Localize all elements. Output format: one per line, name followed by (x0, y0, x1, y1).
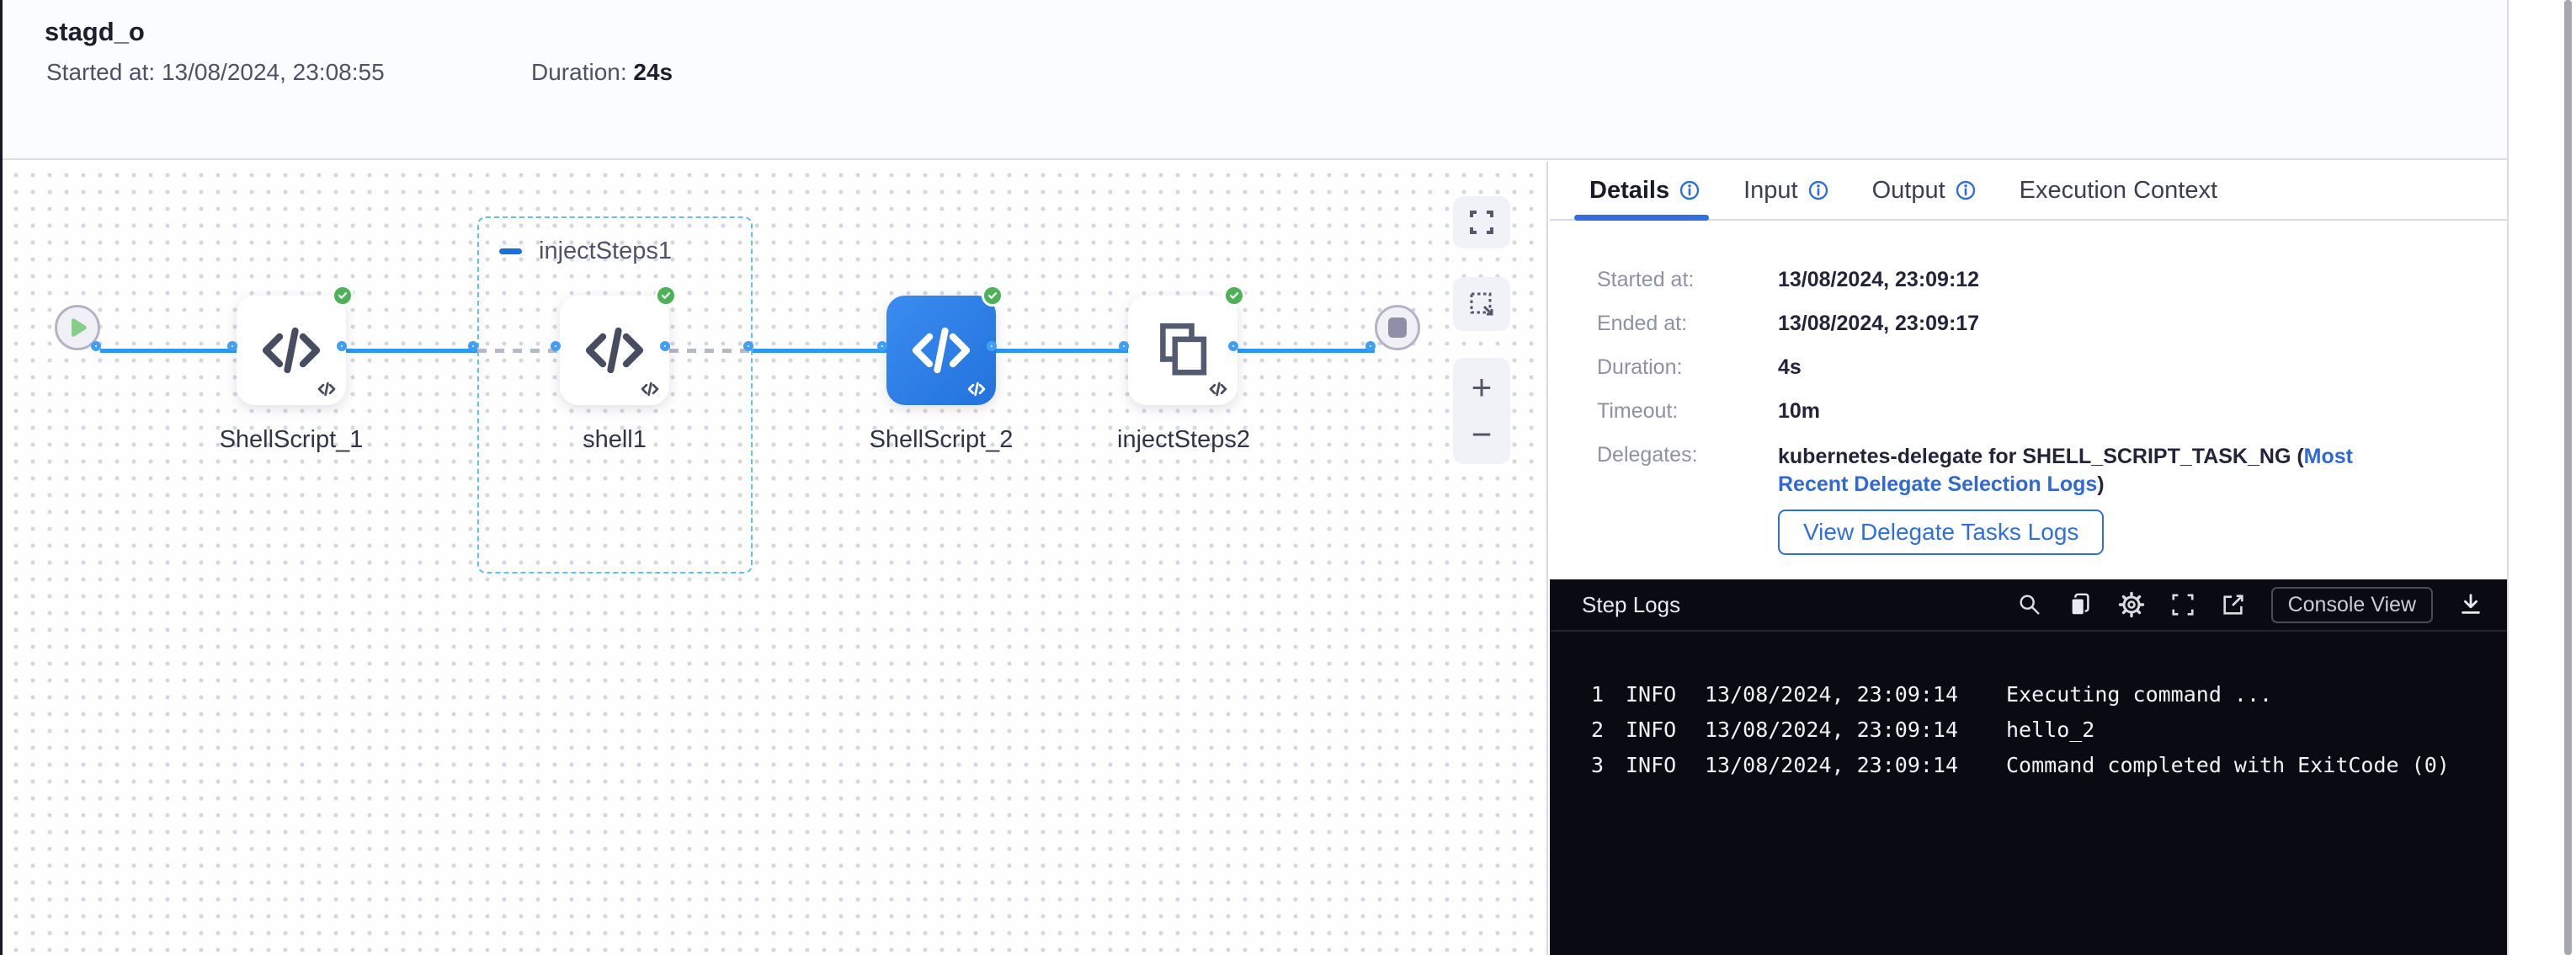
connector-dot[interactable] (337, 341, 347, 351)
zoom-out-button[interactable]: − (1471, 414, 1493, 454)
gear-icon (2118, 591, 2144, 618)
pipeline-end-node[interactable] (1375, 305, 1420, 350)
edge-injectsteps2-to-end (1237, 349, 1375, 353)
log-line: 1 INFO 13/08/2024, 23:09:14 Executing co… (1590, 682, 2273, 707)
download-logs-button[interactable] (2458, 592, 2483, 617)
collapse-group-icon[interactable] (499, 248, 522, 254)
shell-script-icon (585, 327, 644, 374)
step-label: ShellScript_1 (219, 426, 364, 453)
log-lines[interactable]: 1 INFO 13/08/2024, 23:09:14 Executing co… (1550, 632, 2507, 783)
details-content: Started at: 13/08/2024, 23:09:12 Ended a… (1550, 221, 2507, 555)
info-icon[interactable] (1956, 180, 1976, 200)
tab-input[interactable]: Input (1743, 177, 1828, 205)
delegate-selection-logs-link[interactable]: Most Recent Delegate Selection Logs (1778, 445, 2353, 496)
success-check-icon (655, 285, 677, 307)
tab-details[interactable]: Details (1589, 177, 1700, 205)
connector-dot[interactable] (987, 341, 997, 351)
edge-group-to-step2 (753, 349, 886, 353)
connector-dot[interactable] (468, 341, 478, 351)
zoom-controls: + − (1453, 358, 1510, 464)
group-label: injectSteps1 (539, 237, 672, 264)
search-icon (2020, 595, 2040, 615)
shell-script-icon (912, 327, 971, 374)
success-check-icon (1223, 285, 1245, 307)
console-view-button[interactable]: Console View (2270, 586, 2433, 623)
step-node-injectsteps2[interactable] (1128, 285, 1245, 405)
info-icon[interactable] (1679, 180, 1700, 200)
view-delegate-tasks-logs-button[interactable]: View Delegate Tasks Logs (1778, 510, 2105, 555)
log-line: 3 INFO 13/08/2024, 23:09:14 Command comp… (1590, 753, 2450, 777)
code-mini-icon (641, 381, 659, 397)
zoom-in-button[interactable]: + (1471, 367, 1493, 407)
detail-row-timeout: Timeout: 10m (1597, 399, 1821, 423)
details-tabs: Details Input Output (1550, 162, 2507, 221)
connector-dot[interactable] (1365, 341, 1376, 351)
code-mini-icon (1209, 381, 1227, 397)
open-in-new-tab-button[interactable] (2221, 592, 2246, 617)
connector-dot[interactable] (551, 341, 561, 351)
marquee-selection-icon (1470, 292, 1493, 316)
connector-dot[interactable] (1228, 341, 1238, 351)
detail-row-duration: Duration: 4s (1597, 355, 1802, 379)
step-node-shellscript1[interactable] (237, 285, 354, 405)
detail-row-ended: Ended at: 13/08/2024, 23:09:17 (1597, 312, 1980, 335)
info-icon[interactable] (1808, 180, 1828, 200)
code-mini-icon (317, 381, 336, 397)
edge-start-to-step1 (100, 349, 237, 353)
started-at-text: Started at: 13/08/2024, 23:08:55 (46, 59, 385, 85)
connector-dot[interactable] (91, 341, 101, 351)
connector-dot[interactable] (1119, 341, 1129, 351)
expand-logs-button[interactable] (2170, 592, 2195, 617)
edge-step2-to-injectsteps2 (996, 349, 1128, 353)
success-check-icon (332, 285, 354, 307)
step-logs-header: Step Logs (1550, 579, 2507, 632)
group-header[interactable]: injectSteps1 (499, 237, 672, 265)
tab-output[interactable]: Output (1872, 177, 1976, 205)
step-label: ShellScript_2 (869, 426, 1014, 453)
connector-dot[interactable] (743, 341, 753, 351)
search-logs-button[interactable] (2017, 592, 2042, 617)
connector-dot[interactable] (877, 341, 887, 351)
step-details-panel: Details Input Output (1550, 162, 2507, 955)
stop-icon (1388, 317, 1407, 338)
step-group-injectSteps1 (477, 216, 753, 574)
code-mini-icon (967, 381, 986, 397)
copy-icon (2070, 593, 2089, 616)
step-logs-panel: Step Logs (1550, 579, 2507, 955)
step-label: injectSteps2 (1117, 426, 1250, 453)
edge-shell1-to-groupend (669, 349, 753, 353)
step-node-shell1[interactable] (560, 285, 677, 405)
log-settings-button[interactable] (2118, 591, 2145, 618)
duration-text: Duration: 24s (531, 59, 673, 85)
fullscreen-icon (2172, 594, 2194, 616)
left-edge-strip (0, 0, 3, 955)
fullscreen-icon (1470, 211, 1493, 234)
step-node-shellscript2-selected[interactable] (886, 285, 1003, 405)
download-icon (2462, 594, 2480, 614)
active-tab-underline (1574, 215, 1709, 221)
stage-header: stagd_o Started at: 13/08/2024, 23:08:55… (3, 0, 2576, 160)
copy-logs-button[interactable] (2068, 592, 2093, 617)
shell-script-icon (262, 327, 321, 374)
edge-group-to-shell1 (477, 349, 560, 353)
connector-dot[interactable] (660, 341, 670, 351)
marquee-select-button[interactable] (1453, 277, 1510, 331)
pipeline-canvas[interactable]: injectSteps1 (3, 162, 1548, 955)
detail-row-delegates: Delegates: kubernetes-delegate for SHELL… (1597, 443, 2507, 498)
vertical-scrollbar[interactable] (2564, 0, 2572, 955)
template-steps-icon (1160, 323, 1207, 376)
play-icon (71, 318, 87, 337)
step-logs-title: Step Logs (1582, 591, 1681, 617)
connector-dot[interactable] (227, 341, 237, 351)
edge-step1-to-group (346, 349, 477, 353)
delegates-value: kubernetes-delegate for SHELL_SCRIPT_TAS… (1778, 445, 2353, 496)
step-label: shell1 (583, 426, 647, 453)
detail-row-started: Started at: 13/08/2024, 23:09:12 (1597, 268, 1980, 291)
tab-execution-context[interactable]: Execution Context (2019, 176, 2218, 204)
fit-to-screen-button[interactable] (1453, 196, 1510, 248)
success-check-icon (982, 285, 1003, 307)
log-line: 2 INFO 13/08/2024, 23:09:14 hello_2 (1590, 718, 2095, 742)
external-link-icon (2222, 595, 2243, 615)
stage-title: stagd_o (45, 17, 145, 46)
